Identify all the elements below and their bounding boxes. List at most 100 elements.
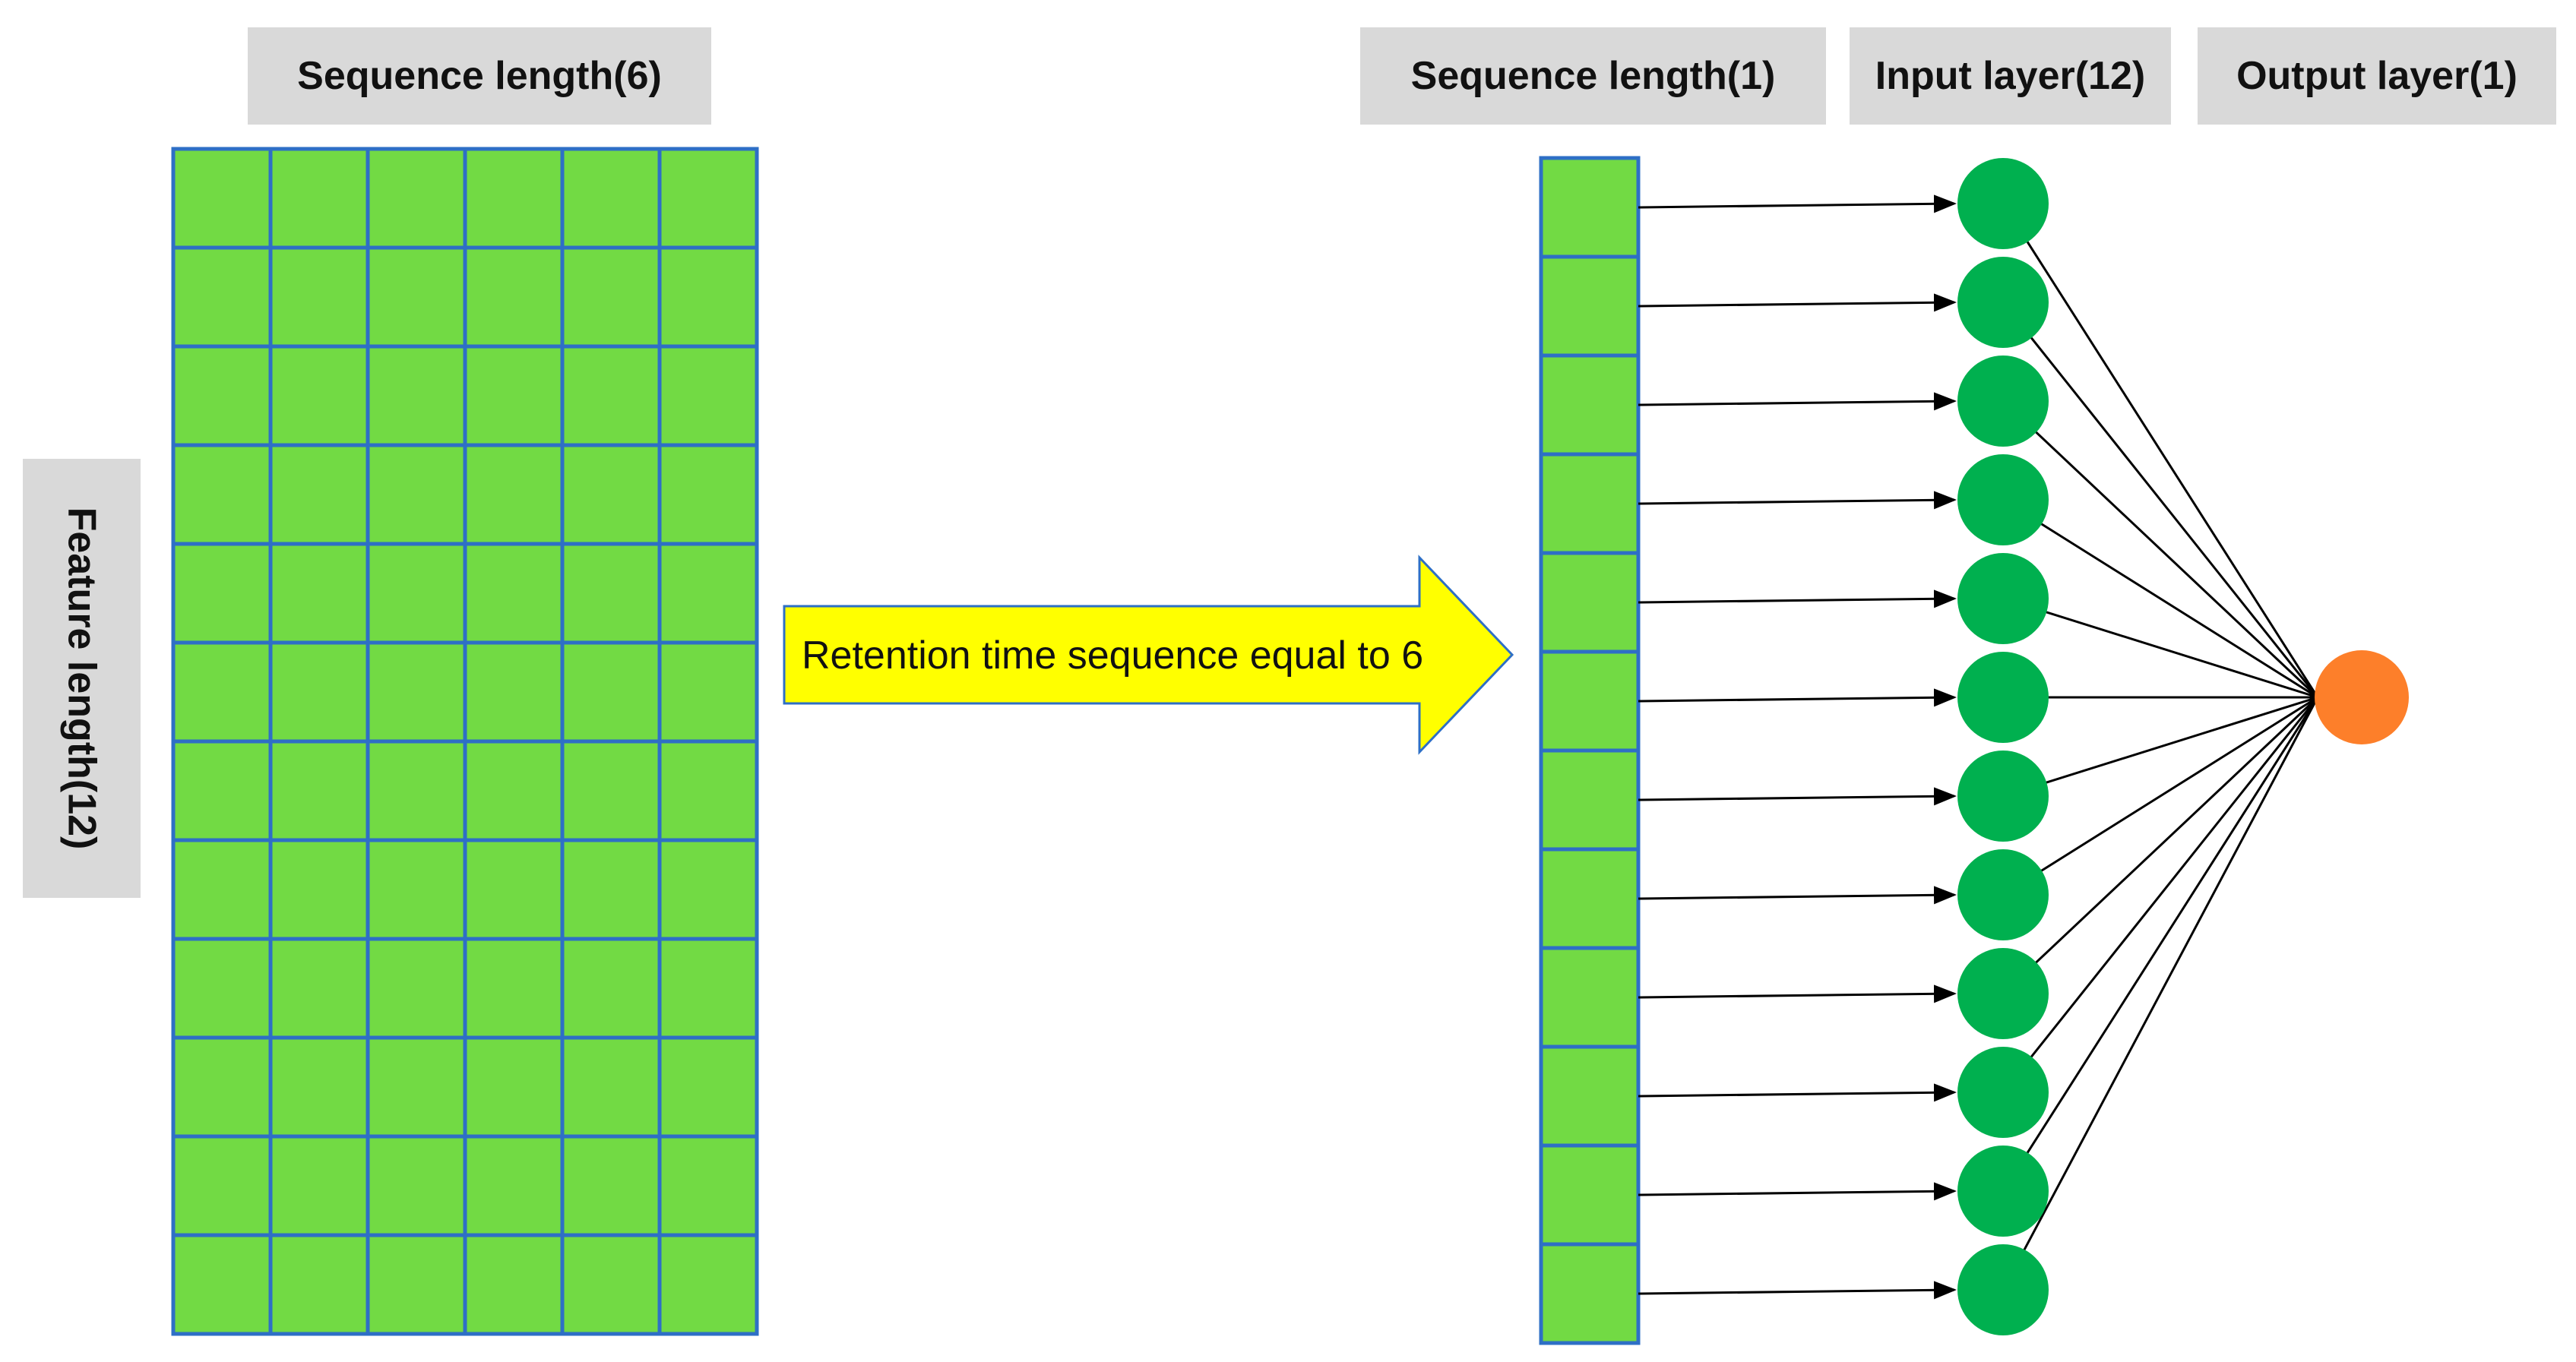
grid-cell	[268, 147, 370, 250]
grid-cell	[463, 344, 565, 447]
input-layer-label: Input layer(12)	[1850, 27, 2171, 125]
output-connection	[2002, 400, 2319, 699]
grid-cell	[366, 739, 467, 842]
grid-cell	[268, 344, 370, 447]
output-connection	[2002, 696, 2318, 798]
output-connection	[2002, 498, 2318, 699]
transform-arrow-text: Retention time sequence equal to 6	[802, 634, 1423, 678]
input-node	[1957, 1244, 2049, 1335]
grid-cell	[657, 739, 759, 842]
grid-cell	[560, 937, 662, 1040]
grid-cell	[463, 542, 565, 645]
connections	[1638, 194, 2319, 1300]
transform-arrow-shape	[783, 555, 1514, 755]
grid-cell	[171, 344, 273, 447]
vector-cell	[1539, 847, 1641, 950]
grid-cell	[268, 1233, 370, 1336]
grid-cell	[463, 147, 565, 250]
output-connection	[2002, 696, 2318, 896]
output-node	[2315, 650, 2409, 744]
grid-cell	[268, 1035, 370, 1139]
grid-cell	[366, 640, 467, 744]
grid-cell	[463, 1035, 565, 1139]
input-arrow	[1638, 688, 1957, 707]
sequence-length-left-text: Sequence length(6)	[297, 54, 662, 98]
grid-cell	[366, 937, 467, 1040]
output-connection	[2002, 203, 2319, 698]
input-node	[1957, 158, 2049, 249]
feature-grid	[171, 147, 759, 1336]
output-connection	[2002, 302, 2319, 698]
vector-cell	[1539, 452, 1641, 555]
grid-cell	[657, 937, 759, 1040]
grid-cell	[560, 739, 662, 842]
grid-cell	[268, 937, 370, 1040]
grid-cell	[560, 1233, 662, 1336]
input-node	[1957, 849, 2049, 940]
vector-cell	[1539, 946, 1641, 1049]
vector-cell	[1539, 1143, 1641, 1247]
input-arrow	[1638, 886, 1957, 905]
input-arrow	[1638, 589, 1957, 608]
input-arrow	[1638, 984, 1957, 1003]
grid-cell	[366, 443, 467, 546]
input-node	[1957, 454, 2049, 545]
grid-cell	[657, 838, 759, 941]
input-arrow	[1638, 1182, 1957, 1201]
grid-cell	[657, 1035, 759, 1139]
grid-cell	[366, 147, 467, 250]
grid-cell	[268, 245, 370, 349]
grid-cell	[463, 739, 565, 842]
grid-cell	[560, 640, 662, 744]
output-connection	[2002, 696, 2319, 995]
vector-cell	[1539, 551, 1641, 654]
grid-cell	[366, 1035, 467, 1139]
grid-cell	[657, 147, 759, 250]
grid-cell	[268, 739, 370, 842]
grid-cell	[366, 1134, 467, 1237]
grid-cell	[560, 147, 662, 250]
vector-cell	[1539, 748, 1641, 852]
grid-cell	[268, 838, 370, 941]
grid-cell	[171, 542, 273, 645]
grid-cell	[171, 443, 273, 546]
input-node	[1957, 356, 2049, 447]
grid-cell	[366, 542, 467, 645]
vector-cell	[1539, 254, 1641, 358]
grid-cell	[171, 245, 273, 349]
grid-cell	[560, 542, 662, 645]
input-node	[1957, 1146, 2049, 1237]
sequence-length-left-label: Sequence length(6)	[248, 27, 711, 125]
grid-cell	[463, 443, 565, 546]
grid-cell	[657, 245, 759, 349]
input-node	[1957, 257, 2049, 348]
grid-cell	[463, 245, 565, 349]
output-connection	[2002, 697, 2319, 1291]
grid-cell	[366, 344, 467, 447]
sequence-length-right-label: Sequence length(1)	[1360, 27, 1826, 125]
grid-cell	[560, 443, 662, 546]
input-arrow	[1638, 1281, 1957, 1300]
grid-cell	[366, 1233, 467, 1336]
sequence-vector	[1539, 156, 1641, 1345]
input-arrow	[1638, 194, 1957, 213]
input-node	[1957, 652, 2049, 743]
output-connection	[2002, 697, 2319, 1192]
nodes	[1957, 158, 2409, 1335]
grid-cell	[657, 1233, 759, 1336]
output-layer-text: Output layer(1)	[2236, 54, 2517, 98]
grid-cell	[268, 1134, 370, 1237]
grid-cell	[463, 937, 565, 1040]
vector-cell	[1539, 1242, 1641, 1345]
grid-cell	[171, 640, 273, 744]
grid-cell	[463, 1233, 565, 1336]
grid-cell	[463, 1134, 565, 1237]
grid-cell	[171, 838, 273, 941]
grid-cell	[171, 937, 273, 1040]
grid-cell	[366, 245, 467, 349]
grid-cell	[560, 1134, 662, 1237]
input-node	[1957, 1047, 2049, 1138]
grid-cell	[171, 1035, 273, 1139]
grid-cell	[560, 1035, 662, 1139]
